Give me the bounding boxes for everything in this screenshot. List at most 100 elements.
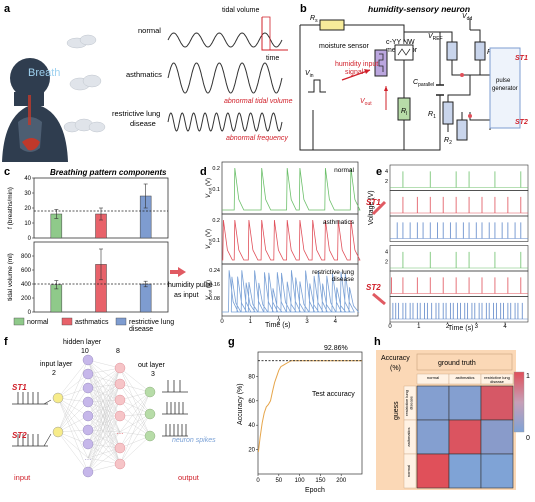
- y-tick-label: 0.24: [209, 268, 220, 274]
- colorbar-min-label: 0: [526, 435, 530, 442]
- breath-cloud-icon-1: [66, 34, 97, 49]
- restrictive-breathing-wave: [167, 112, 283, 132]
- heatmap-cell: [416, 385, 450, 421]
- arrow: [43, 433, 52, 447]
- x-tick-label: 1: [249, 319, 253, 325]
- row-label: asthmatics: [406, 427, 411, 446]
- hidden-neuron-2: [114, 362, 126, 374]
- legend-swatch: [115, 317, 127, 326]
- connection: [57, 431, 89, 445]
- accuracy-curve: [257, 360, 362, 453]
- e-x-axis-title: Time (s): [448, 325, 473, 332]
- panel-label-g: g: [228, 336, 235, 348]
- child-silhouette-icon: [2, 58, 68, 162]
- breath-label: Breath: [28, 67, 60, 79]
- connection: [57, 397, 89, 431]
- trace-label: normal: [334, 167, 354, 174]
- y-axis-title: Vout (V): [206, 229, 213, 249]
- ground-truth-label: ground truth: [438, 360, 476, 367]
- x-tick-label: 0: [256, 478, 260, 484]
- connection: [57, 397, 89, 473]
- hidden-neuron-1: [82, 466, 94, 478]
- st2-label: ST2: [366, 283, 381, 292]
- connection: [87, 399, 121, 403]
- connection: [87, 367, 121, 473]
- connection: [87, 401, 121, 433]
- connection: [87, 373, 121, 401]
- connection: [119, 399, 151, 437]
- trace-label: restrictive lung: [312, 269, 354, 276]
- connection: [57, 415, 89, 433]
- y-tick-label: 20: [248, 448, 255, 454]
- vin-label: Vin: [305, 70, 314, 79]
- connection: [87, 447, 121, 473]
- connection: [87, 387, 121, 449]
- connection: [57, 359, 89, 433]
- r1-resistor: [442, 101, 454, 125]
- plot-frame: [257, 351, 363, 475]
- connection: [119, 435, 151, 465]
- bar: [139, 283, 152, 313]
- y-tick-label: 0.16: [209, 282, 220, 288]
- legend-label: normal: [27, 319, 49, 326]
- connection: [87, 457, 121, 465]
- x-tick-label: 0: [220, 319, 224, 325]
- connection: [119, 435, 151, 449]
- moisture-sensor-memristor: [374, 49, 388, 77]
- y-axis-title: Vout (V): [206, 178, 213, 198]
- connection: [57, 431, 89, 473]
- circuit-title: humidity-sensory neuron: [368, 4, 470, 14]
- connection: [87, 415, 121, 465]
- y-tick-label: 0: [28, 236, 32, 242]
- y-tick-label: 400: [21, 282, 32, 288]
- x-tick-label: 4: [334, 319, 338, 325]
- connection: [119, 391, 151, 449]
- abnormal-tidal-volume-note: abnormal tidal volume: [224, 98, 293, 105]
- spike-row-frame: [389, 296, 529, 323]
- hidden-neuron-1: [82, 396, 94, 408]
- hidden-neuron-2: [114, 378, 126, 390]
- connection: [57, 359, 89, 399]
- connection: [57, 373, 89, 433]
- connection: [87, 383, 121, 459]
- connection: [87, 359, 121, 369]
- connection: [119, 413, 151, 449]
- panel-label-f: f: [4, 336, 8, 348]
- hidden-layer-label-1: hidden layer: [63, 339, 102, 346]
- breath-cloud-icon-3: [63, 118, 106, 133]
- panel-f: f ...... input layer 2 hidden layer 10 8…: [4, 336, 216, 482]
- vout-trace: [222, 167, 361, 211]
- connection: [57, 387, 89, 399]
- connection: [87, 401, 121, 465]
- y-tick-label: 0.1: [212, 238, 220, 244]
- row-label: normal: [406, 465, 411, 477]
- connection: [87, 383, 121, 473]
- x-tick-label: 2: [277, 319, 281, 325]
- hidden-neuron-2: [114, 442, 126, 454]
- panel-label-b: b: [300, 3, 307, 15]
- connection: [87, 399, 121, 445]
- y-tick-label: 60: [248, 399, 255, 405]
- y-tick-label: 2: [385, 260, 388, 266]
- connection: [57, 397, 89, 445]
- st2-output-label: ST2: [515, 119, 528, 126]
- output-neuron: [144, 386, 156, 398]
- row-label-normal: normal: [138, 26, 161, 35]
- connection: [87, 415, 121, 449]
- row-label-restrictive-1: restrictive lung: [112, 109, 160, 118]
- connection: [87, 431, 121, 473]
- e-y-axis-title: Voltage (V): [368, 190, 375, 225]
- spike-row-frame: [389, 190, 529, 217]
- connection: [57, 397, 89, 459]
- connection: [87, 359, 121, 433]
- connection: [87, 399, 121, 473]
- hidden-layer-label-2: 10: [81, 348, 89, 355]
- connection: [87, 415, 121, 431]
- st1-label: ST1: [366, 198, 381, 207]
